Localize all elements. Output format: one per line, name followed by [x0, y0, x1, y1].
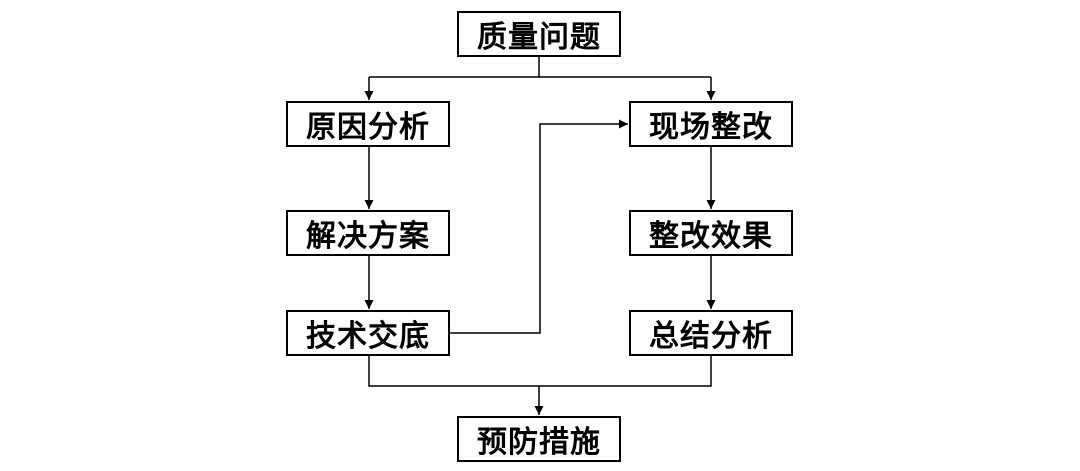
node-cause-analysis: 原因分析 — [286, 101, 450, 147]
connector-briefing-merge — [368, 356, 712, 387]
node-onsite-rectification: 现场整改 — [629, 101, 793, 147]
arrow-briefing-to-rectification — [450, 119, 628, 334]
node-summary-analysis: 总结分析 — [629, 310, 793, 356]
node-rectification-effect: 整改效果 — [629, 210, 793, 256]
connector-quality-split — [369, 57, 540, 78]
node-tech-briefing: 技术交底 — [286, 310, 450, 356]
node-preventive-measures: 预防措施 — [457, 416, 621, 462]
node-solution-plan: 解决方案 — [286, 210, 450, 256]
node-quality-issue: 质量问题 — [457, 11, 621, 57]
